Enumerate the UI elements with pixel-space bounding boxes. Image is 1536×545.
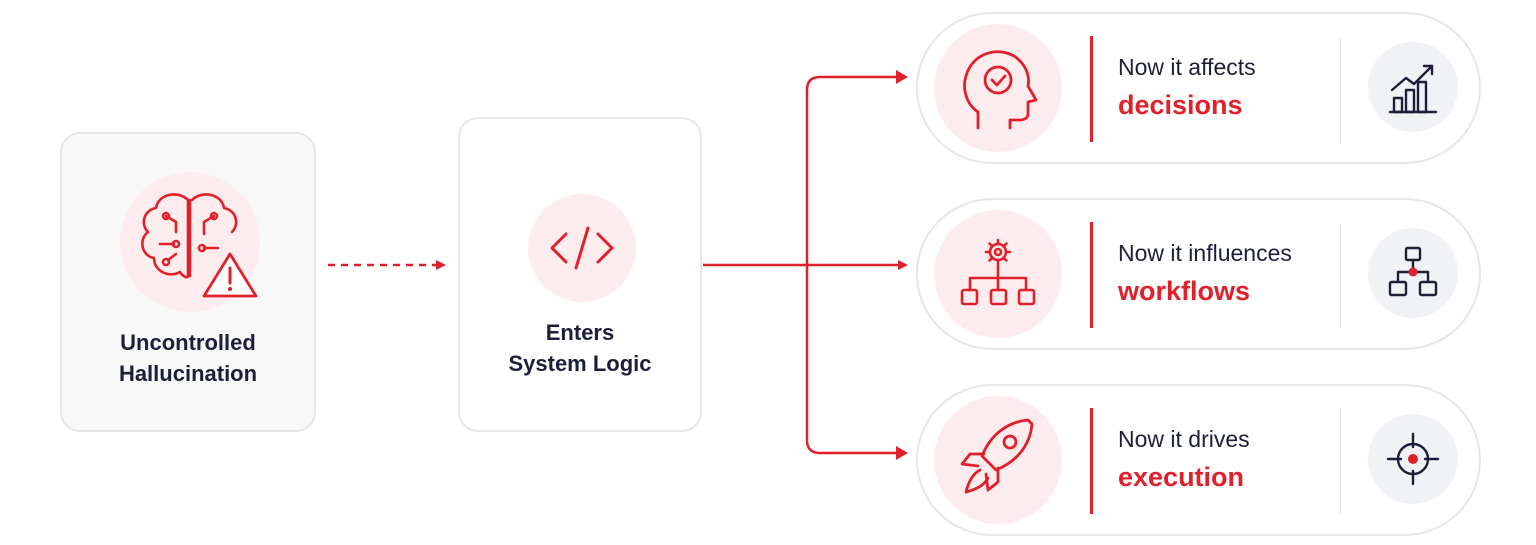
hallucination-label: Uncontrolled Hallucination bbox=[62, 327, 314, 389]
separator bbox=[1340, 224, 1341, 328]
bar-chart-growth-icon bbox=[1368, 42, 1458, 132]
flowchart-icon bbox=[1368, 228, 1458, 318]
outcome-keyword: workflows bbox=[1118, 276, 1251, 306]
rocket-icon bbox=[934, 396, 1062, 524]
target-icon bbox=[1368, 414, 1458, 504]
system-logic-label-line1: Enters bbox=[545, 320, 615, 345]
head-check-icon bbox=[934, 24, 1062, 152]
code-icon bbox=[528, 194, 636, 302]
outcome-prefix: Now it affects bbox=[1118, 54, 1256, 80]
system-logic-label: Enters System Logic bbox=[460, 317, 700, 379]
hallucination-label-line1: Uncontrolled bbox=[120, 330, 256, 355]
accent-divider bbox=[1090, 36, 1093, 142]
outcome-workflows: Now it influences workflows bbox=[916, 198, 1481, 350]
outcome-prefix: Now it drives bbox=[1118, 426, 1250, 452]
system-logic-label-line2: System Logic bbox=[508, 351, 652, 376]
outcome-decisions: Now it affects decisions bbox=[916, 12, 1481, 164]
accent-divider bbox=[1090, 222, 1093, 328]
outcome-keyword: execution bbox=[1118, 462, 1245, 492]
separator bbox=[1340, 38, 1341, 142]
separator bbox=[1340, 410, 1341, 514]
outcome-prefix: Now it influences bbox=[1118, 240, 1292, 266]
outcome-execution: Now it drives execution bbox=[916, 384, 1481, 536]
hallucination-card: Uncontrolled Hallucination bbox=[60, 132, 316, 432]
system-logic-card: Enters System Logic bbox=[458, 117, 702, 432]
connector-branch bbox=[805, 75, 906, 455]
gear-hierarchy-icon bbox=[934, 210, 1062, 338]
hallucination-label-line2: Hallucination bbox=[118, 361, 258, 386]
outcome-keyword: decisions bbox=[1118, 90, 1243, 120]
brain-warning-icon bbox=[120, 172, 260, 312]
arrowhead-bottom bbox=[896, 446, 908, 460]
arrowhead-top bbox=[896, 70, 908, 84]
accent-divider bbox=[1090, 408, 1093, 514]
